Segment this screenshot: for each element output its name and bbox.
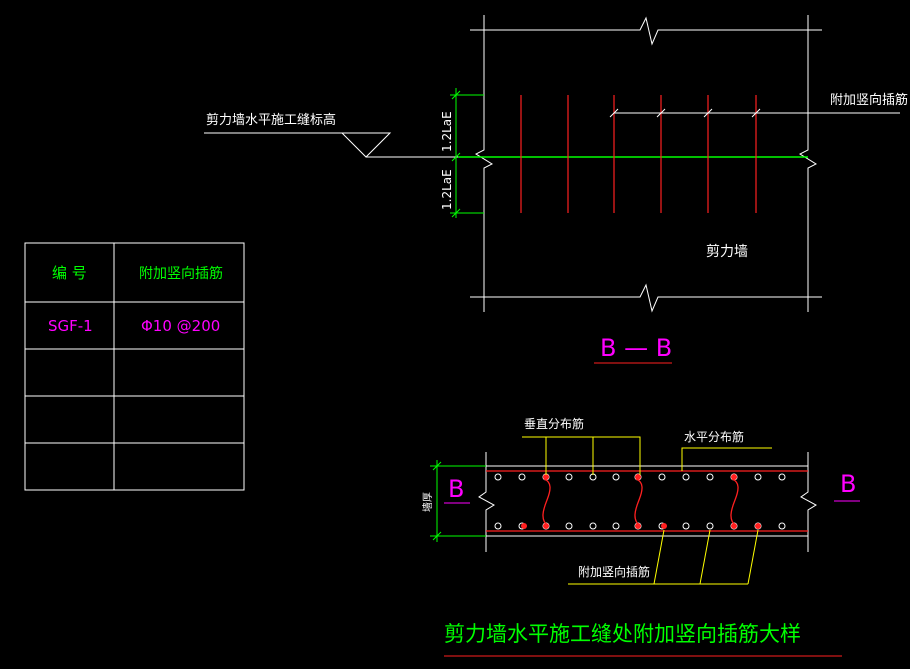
wall-bottom-break-line [470,283,822,313]
elevation-triangle-icon [340,132,392,158]
wall-right-edge [798,15,818,312]
drawing-title: 剪力墙水平施工缝处附加竖向插筋大样 [444,622,801,646]
label-wall-thickness: 墙厚 [421,492,434,512]
cut-mark-right: B [840,470,856,498]
rebar-table: 编 号 附加竖向插筋 SGF-1 Φ10 @200 [24,242,245,491]
dim-upper-label: 1.2LaE [440,111,454,152]
label-shear-wall: 剪力墙 [706,244,748,260]
table-cell-id: SGF-1 [48,317,93,335]
plan-break-right [800,452,817,552]
table-header-dowels: 附加竖向插筋 [139,265,223,282]
dim-lower-label: 1.2LaE [440,169,454,210]
vertical-bar-leaders [522,436,641,475]
dowel-dots [521,474,761,529]
thickness-dimension [430,460,486,542]
plan-view: 垂直分布筋 水平分布筋 附加竖向插筋 墙厚 B B [421,416,860,585]
tie-bars [542,478,739,527]
label-added-dowels-plan: 附加竖向插筋 [578,564,650,579]
label-added-dowels-section: 附加竖向插筋 [830,92,908,108]
plan-break-left [478,452,495,552]
table-header-id: 编 号 [52,264,87,282]
wall-top-break-line [470,16,822,46]
cut-mark-left: B [448,475,464,503]
dowel-leaders [568,529,759,585]
label-vertical-bars: 垂直分布筋 [524,416,584,431]
leader-tick-marks [609,108,761,118]
label-horizontal-bars: 水平分布筋 [684,429,744,444]
horizontal-bar-leader [681,447,772,471]
table-cell-dowels: Φ10 @200 [141,317,220,335]
label-construction-joint: 剪力墙水平施工缝标高 [206,112,336,128]
wall-left-edge [474,15,494,312]
section-title: B — B [600,334,672,362]
section-view: 附加竖向插筋 剪力墙水平施工缝标高 1.2LaE 1.2LaE 剪力墙 B — … [204,15,908,364]
dimension-lines [450,88,484,218]
